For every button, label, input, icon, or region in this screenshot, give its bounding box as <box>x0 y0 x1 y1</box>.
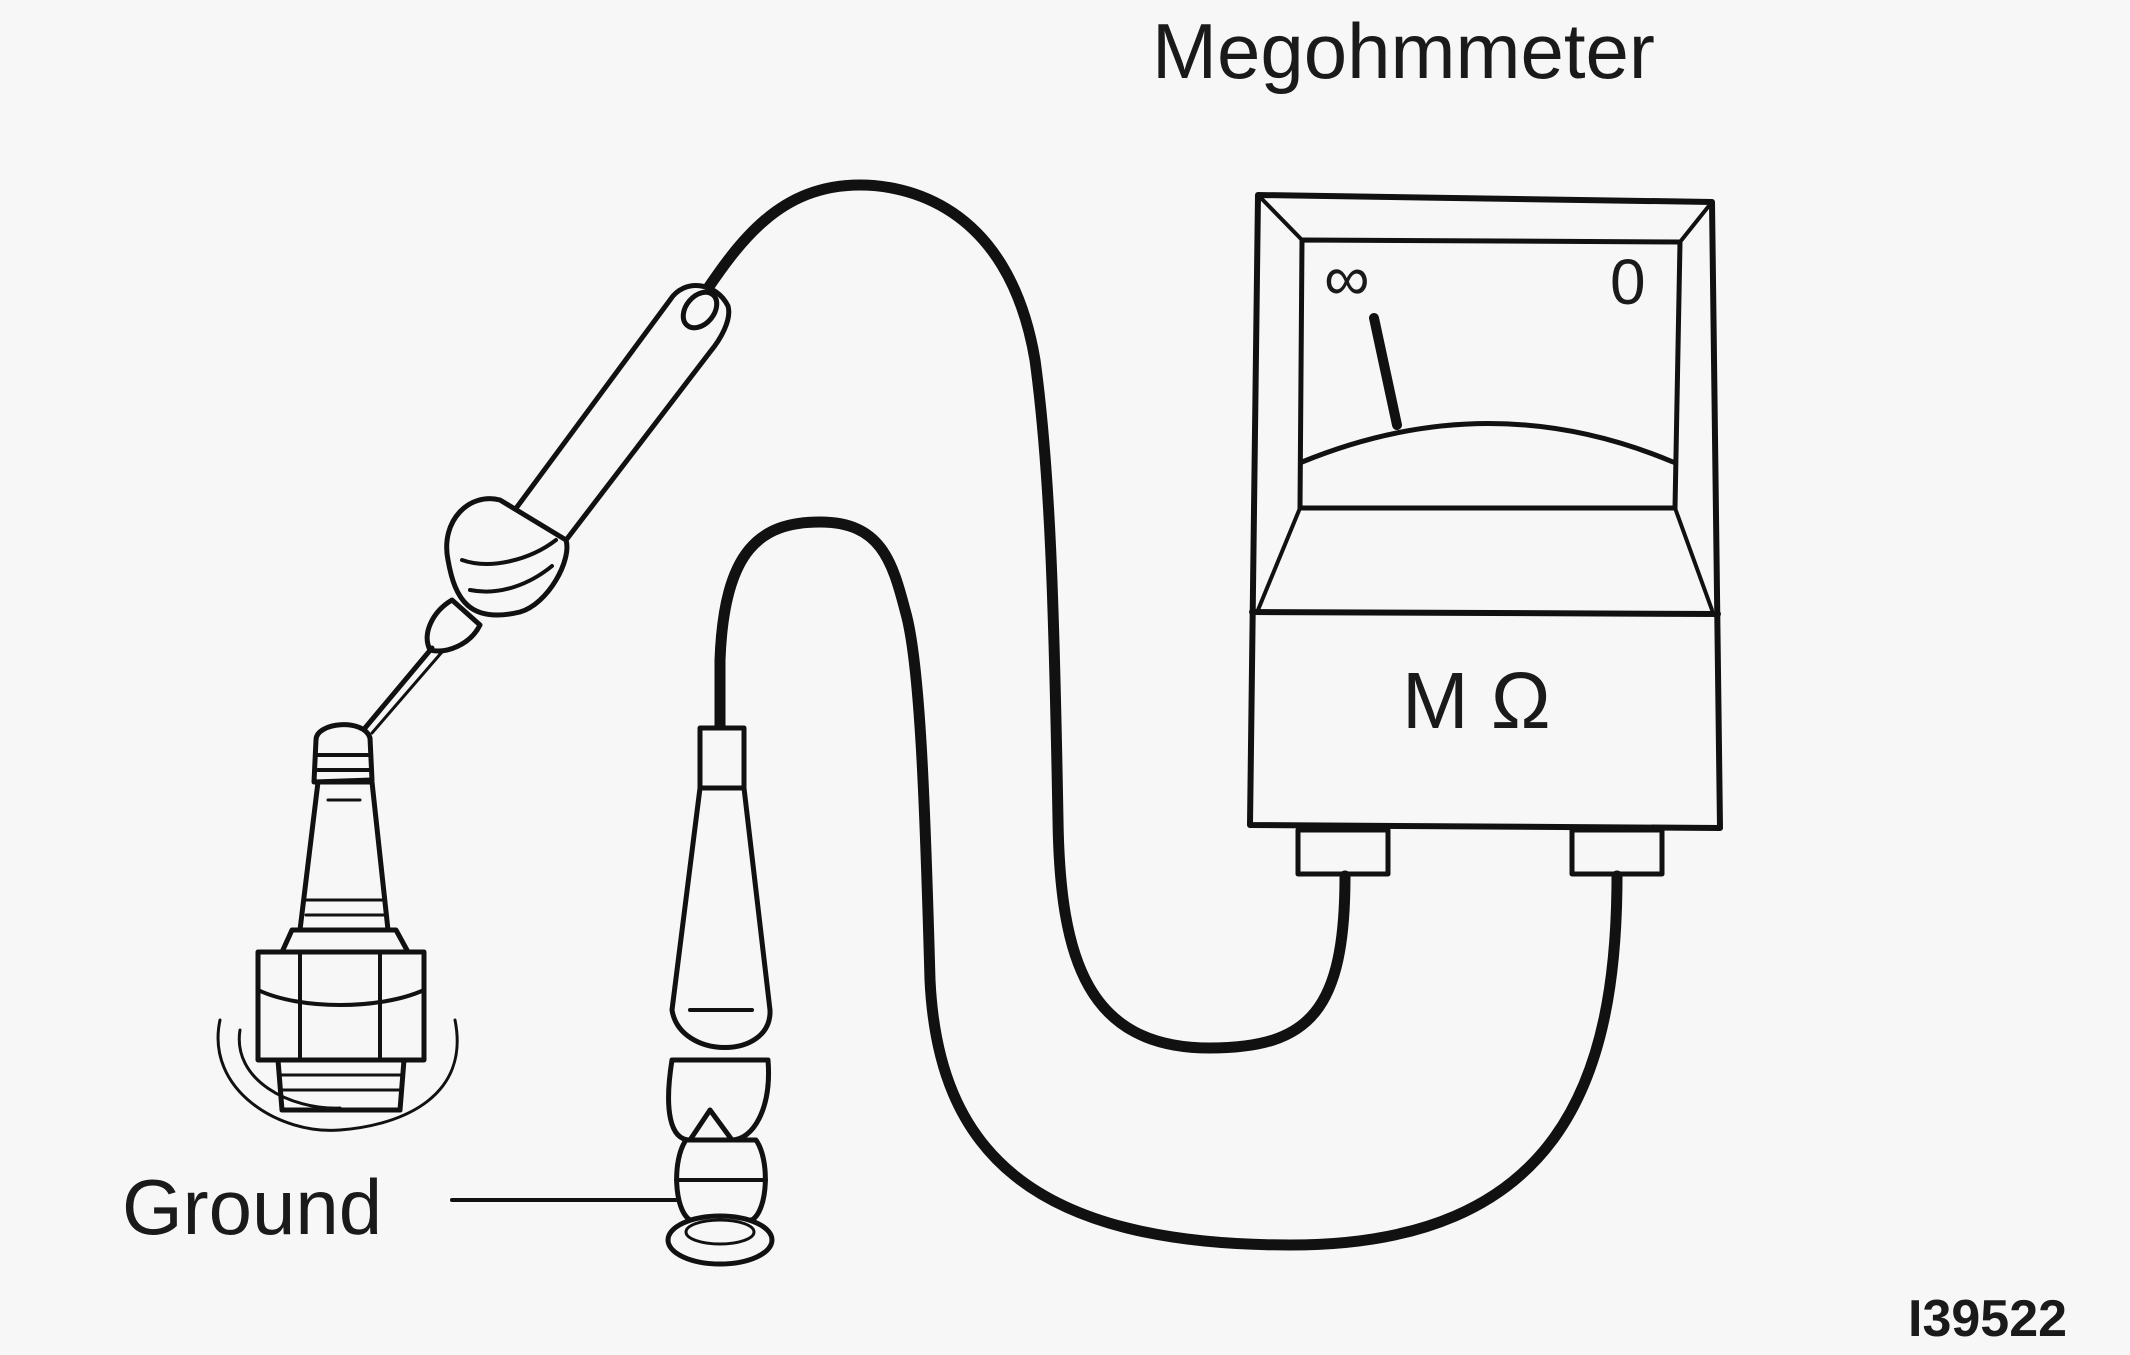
alligator-clip <box>665 725 775 1267</box>
meter-zero-mark: 0 <box>1610 246 1646 318</box>
meter-unit-label: M Ω <box>1402 656 1551 745</box>
probe-lead-wire <box>694 179 1351 1054</box>
clip-lead-wire <box>714 516 1623 1251</box>
meter-terminal-left <box>1295 827 1391 877</box>
meter-infinity-mark: ∞ <box>1324 242 1370 314</box>
ground-label: Ground <box>122 1163 382 1251</box>
figure-id: I39522 <box>1908 1290 2067 1348</box>
megohmmeter: ∞ 0 M Ω <box>1247 192 1723 877</box>
test-probe <box>362 283 732 735</box>
meter-terminal-right <box>1569 827 1665 877</box>
meter-needle <box>1369 313 1402 430</box>
spark-plug <box>216 722 459 1132</box>
megohmmeter-label: Megohmmeter <box>1152 7 1655 95</box>
